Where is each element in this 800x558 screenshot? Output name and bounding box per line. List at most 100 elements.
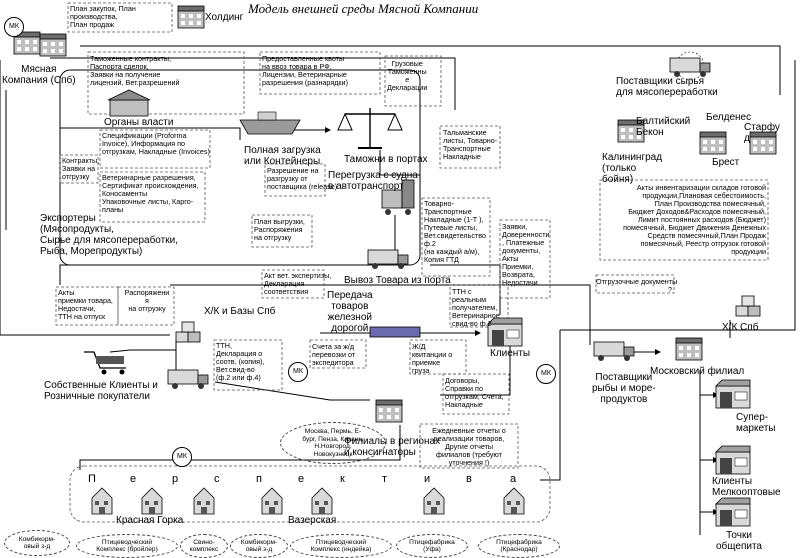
contracts-clients-text: Договоры, Справки по отгрузкам, Счета, Н… [445,376,504,409]
perspective-letter: в [466,473,472,485]
perspective-letter: и [424,473,431,485]
perspective-letter: п [256,473,262,485]
note-rail-receipt [409,339,467,375]
brest-label: Брест [712,157,740,168]
exporters-label: Экспортеры (Мясопродукты, Сырье для мясо… [40,213,178,257]
perspective-letter: с [214,473,220,485]
loading-label: Полная загрузка или Контейнеры [244,145,321,167]
line-exporters-loading [60,127,241,140]
own-clients-label: Собственные Клиенты и Розничные покупате… [44,380,158,402]
frame-perspectives [69,465,551,523]
line-perspectives-right [540,330,561,481]
line-raw-to-company [640,60,796,331]
perspective-letter: е [298,473,305,485]
note-ttn [421,197,491,277]
hk-spb2-label: Х/К Спб [722,322,759,333]
note-requests [499,219,551,299]
specs-text: Спецификации (Proforma Invoice), Информа… [102,131,210,156]
customs-contracts-text: Таможенные контракты, Паспорта сделок, З… [90,54,180,87]
factory-ellipse: Птицеводческий Комплекс (индейка) [290,534,392,558]
perspective-letter: е [130,473,137,485]
mk-marker-clients: МК [536,364,556,384]
orders-ship-text: Распоряжени я на отгрузку [124,288,170,313]
factory-ellipse: Птицефабрика (Уфа) [396,534,468,558]
catering-label: Точки общепита [716,530,762,552]
talman-text: Тальманские листы, Товарно- Транспортные… [443,128,498,161]
note-orders-ship [117,286,175,326]
starfud-label: Старфу д [744,122,780,144]
note-vet-docs [99,171,206,223]
perspective-letter: р [172,473,179,485]
wholesale-label: Клиенты Мелкооптовые [712,476,781,498]
note-contracts-clients [442,373,510,415]
company-label: Мясная Компания (Спб) [2,64,76,86]
line-left-frame [0,60,170,336]
line-hk-shop [109,349,176,353]
hk-spb-label: Х/К и Базы Спб [204,306,276,317]
unload-plan-text: План выгрузки, Распоряжения на отгрузку [254,217,305,242]
factory-ellipse: Комбикорм- овый з-д [4,530,70,556]
line-hkspb-frame [170,284,591,345]
vet-acts-text: Акт вет. экспертизы, Декларация соответс… [264,271,332,296]
clients-label: Клиенты [490,348,531,359]
krasnaya-gorka-label: Красная Горка [116,515,184,526]
rail-label: Передача товаров железной дорогой [327,290,373,334]
note-vet-acts [261,269,325,299]
quota-docs-text: Предоставленные квоты на ввоз товара в Р… [262,54,348,87]
line-company-top [80,45,781,95]
factory-ellipse: Птицеводческий Комплекс (бройлер) [76,534,178,558]
raw-acts-text: Акты инвентаризации складов готовой прод… [623,183,766,256]
shipping-docs-text: Отгрузочные документы ? [596,277,678,294]
note-rail-invoice [309,339,367,369]
line-truck-branch [214,381,370,401]
supermarkets-label: Супер- маркеты [736,412,776,434]
rail-receipt-text: Ж/Д квитанции о приемке груза [412,342,453,375]
fish-suppliers-label: Поставщики рыбы и море- продуктов [592,372,656,405]
perspective-letter: т [382,473,388,485]
beldenes-label: Белденес [706,112,752,123]
kaliningrad-label: Калининград (только бойня) [602,152,663,185]
note-release [264,163,326,197]
cargo-declaration-text: Грузовые Таможенны е Декларации [387,59,428,92]
exporter-contracts-text: Контракты, Заявки на отгрузку [62,156,100,181]
note-contracts [59,154,99,184]
note-unload-plan [251,214,313,248]
acts-receive-text: Акты приемки товара, Недостачи, ТТН на о… [58,288,113,321]
factory-ellipse: Комбикорм- овый з-д [230,534,288,558]
vazerskaya-label: Вазерская [288,515,337,526]
factory-ellipse: Свино- комплекс [180,534,228,558]
icons [13,5,777,527]
mk-marker-rail: МК [288,362,308,382]
line-branch-bottom [79,425,401,470]
perspective-letter: П [88,473,96,485]
note-raw-acts [599,179,769,261]
mk-marker-company: МК [4,17,24,37]
line-customs-to-transship [379,150,420,176]
requests-text: Заявки, Доверенности , Платежные докумен… [502,222,550,287]
note-talman [439,125,501,169]
ttn-text: Товарно- Транспортные Накладные (1-Т ), … [424,199,486,264]
branches-label: Филиалы в регионах и консигнаторы [344,436,441,458]
release-text: Разрешение на разгрузку от поставщика (r… [267,166,338,191]
raw-suppliers-label: Поставщики сырья для мясопереработки [616,76,718,98]
vet-docs-text: Ветеринарные разрешения, Сертификат прои… [102,173,199,214]
diagram-title: Модель внешней среды Мясной Компании [248,1,479,16]
line-port-left [59,264,380,285]
baltic-label: Балтийский Бекон [636,116,691,138]
port-export-label: Вывоз Товара из порта [344,275,451,286]
authorities-label: Органы власти [104,117,174,128]
perspective-letter: к [340,473,345,485]
holding-plans-text: План закупок, План производства, План пр… [70,4,136,29]
moscow-label: Московский филиал [650,366,745,377]
customs-label: Таможни в портах [344,154,428,165]
factory-ellipse: Птицефабрика (Краснодар) [478,534,560,558]
note-branch-reports [419,423,519,469]
rail-invoice-text: Счета за ж/д перевозки от экспедитора [312,342,356,367]
branch-cities: Москва, Пермь, Е- бург, Пенза, Казань, Н… [280,422,386,464]
note-cargo-decl [384,55,442,107]
ttn-real-text: ТТН с реальным получателем, Ветеринарное… [452,287,500,328]
note-customs-docs [87,51,245,115]
line-clients-branch [440,345,511,396]
branch-reports-text: Ежедневные отчеты о реализации товаров, … [432,426,506,467]
